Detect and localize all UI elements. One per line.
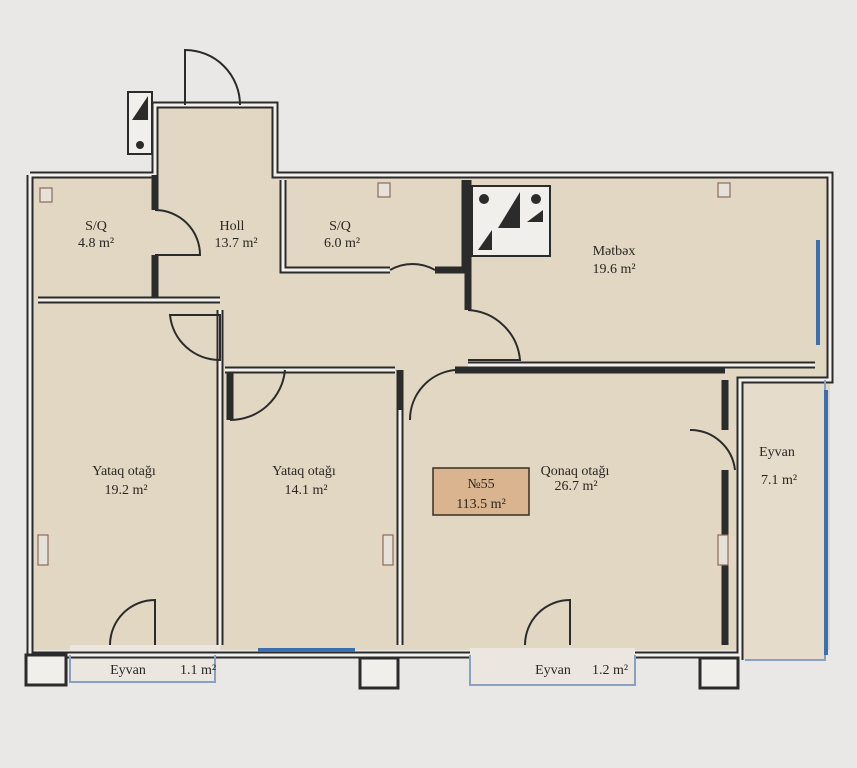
- room-area: 6.0 m²: [324, 236, 360, 251]
- room-name: Holl: [220, 219, 245, 234]
- room-area: 19.2 m²: [104, 483, 147, 498]
- room-name: Yataq otağı: [272, 464, 336, 479]
- windows: [258, 240, 828, 655]
- room-name: Eyvan: [535, 663, 571, 678]
- floor-fill: [30, 105, 830, 685]
- room-area: 4.8 m²: [78, 236, 114, 251]
- total-area: 113.5 m²: [456, 497, 506, 512]
- room-area: 1.1 m²: [180, 663, 216, 678]
- room-area: 13.7 m²: [214, 236, 257, 251]
- room-area: 26.7 m²: [554, 479, 597, 494]
- room-name: S/Q: [329, 219, 351, 234]
- room-name: Eyvan: [759, 445, 795, 460]
- room-name: S/Q: [85, 219, 107, 234]
- walls: [24, 101, 834, 690]
- room-area: 7.1 m²: [761, 473, 797, 488]
- room-name: Eyvan: [110, 663, 146, 678]
- unit-badge: №55 113.5 m²: [432, 467, 530, 516]
- fixtures: [37, 91, 731, 566]
- room-area: 19.6 m²: [592, 262, 635, 277]
- room-area: 1.2 m²: [592, 663, 628, 678]
- unit-number: №55: [467, 477, 494, 492]
- room-labels: S/Q 4.8 m² Holl 13.7 m² S/Q 6.0 m² Mətbə…: [78, 219, 797, 678]
- room-name: Qonaq otağı: [541, 464, 610, 479]
- room-area: 14.1 m²: [284, 483, 327, 498]
- room-name: Yataq otağı: [92, 464, 156, 479]
- room-name: Mətbəx: [593, 244, 636, 259]
- doors: [109, 48, 736, 646]
